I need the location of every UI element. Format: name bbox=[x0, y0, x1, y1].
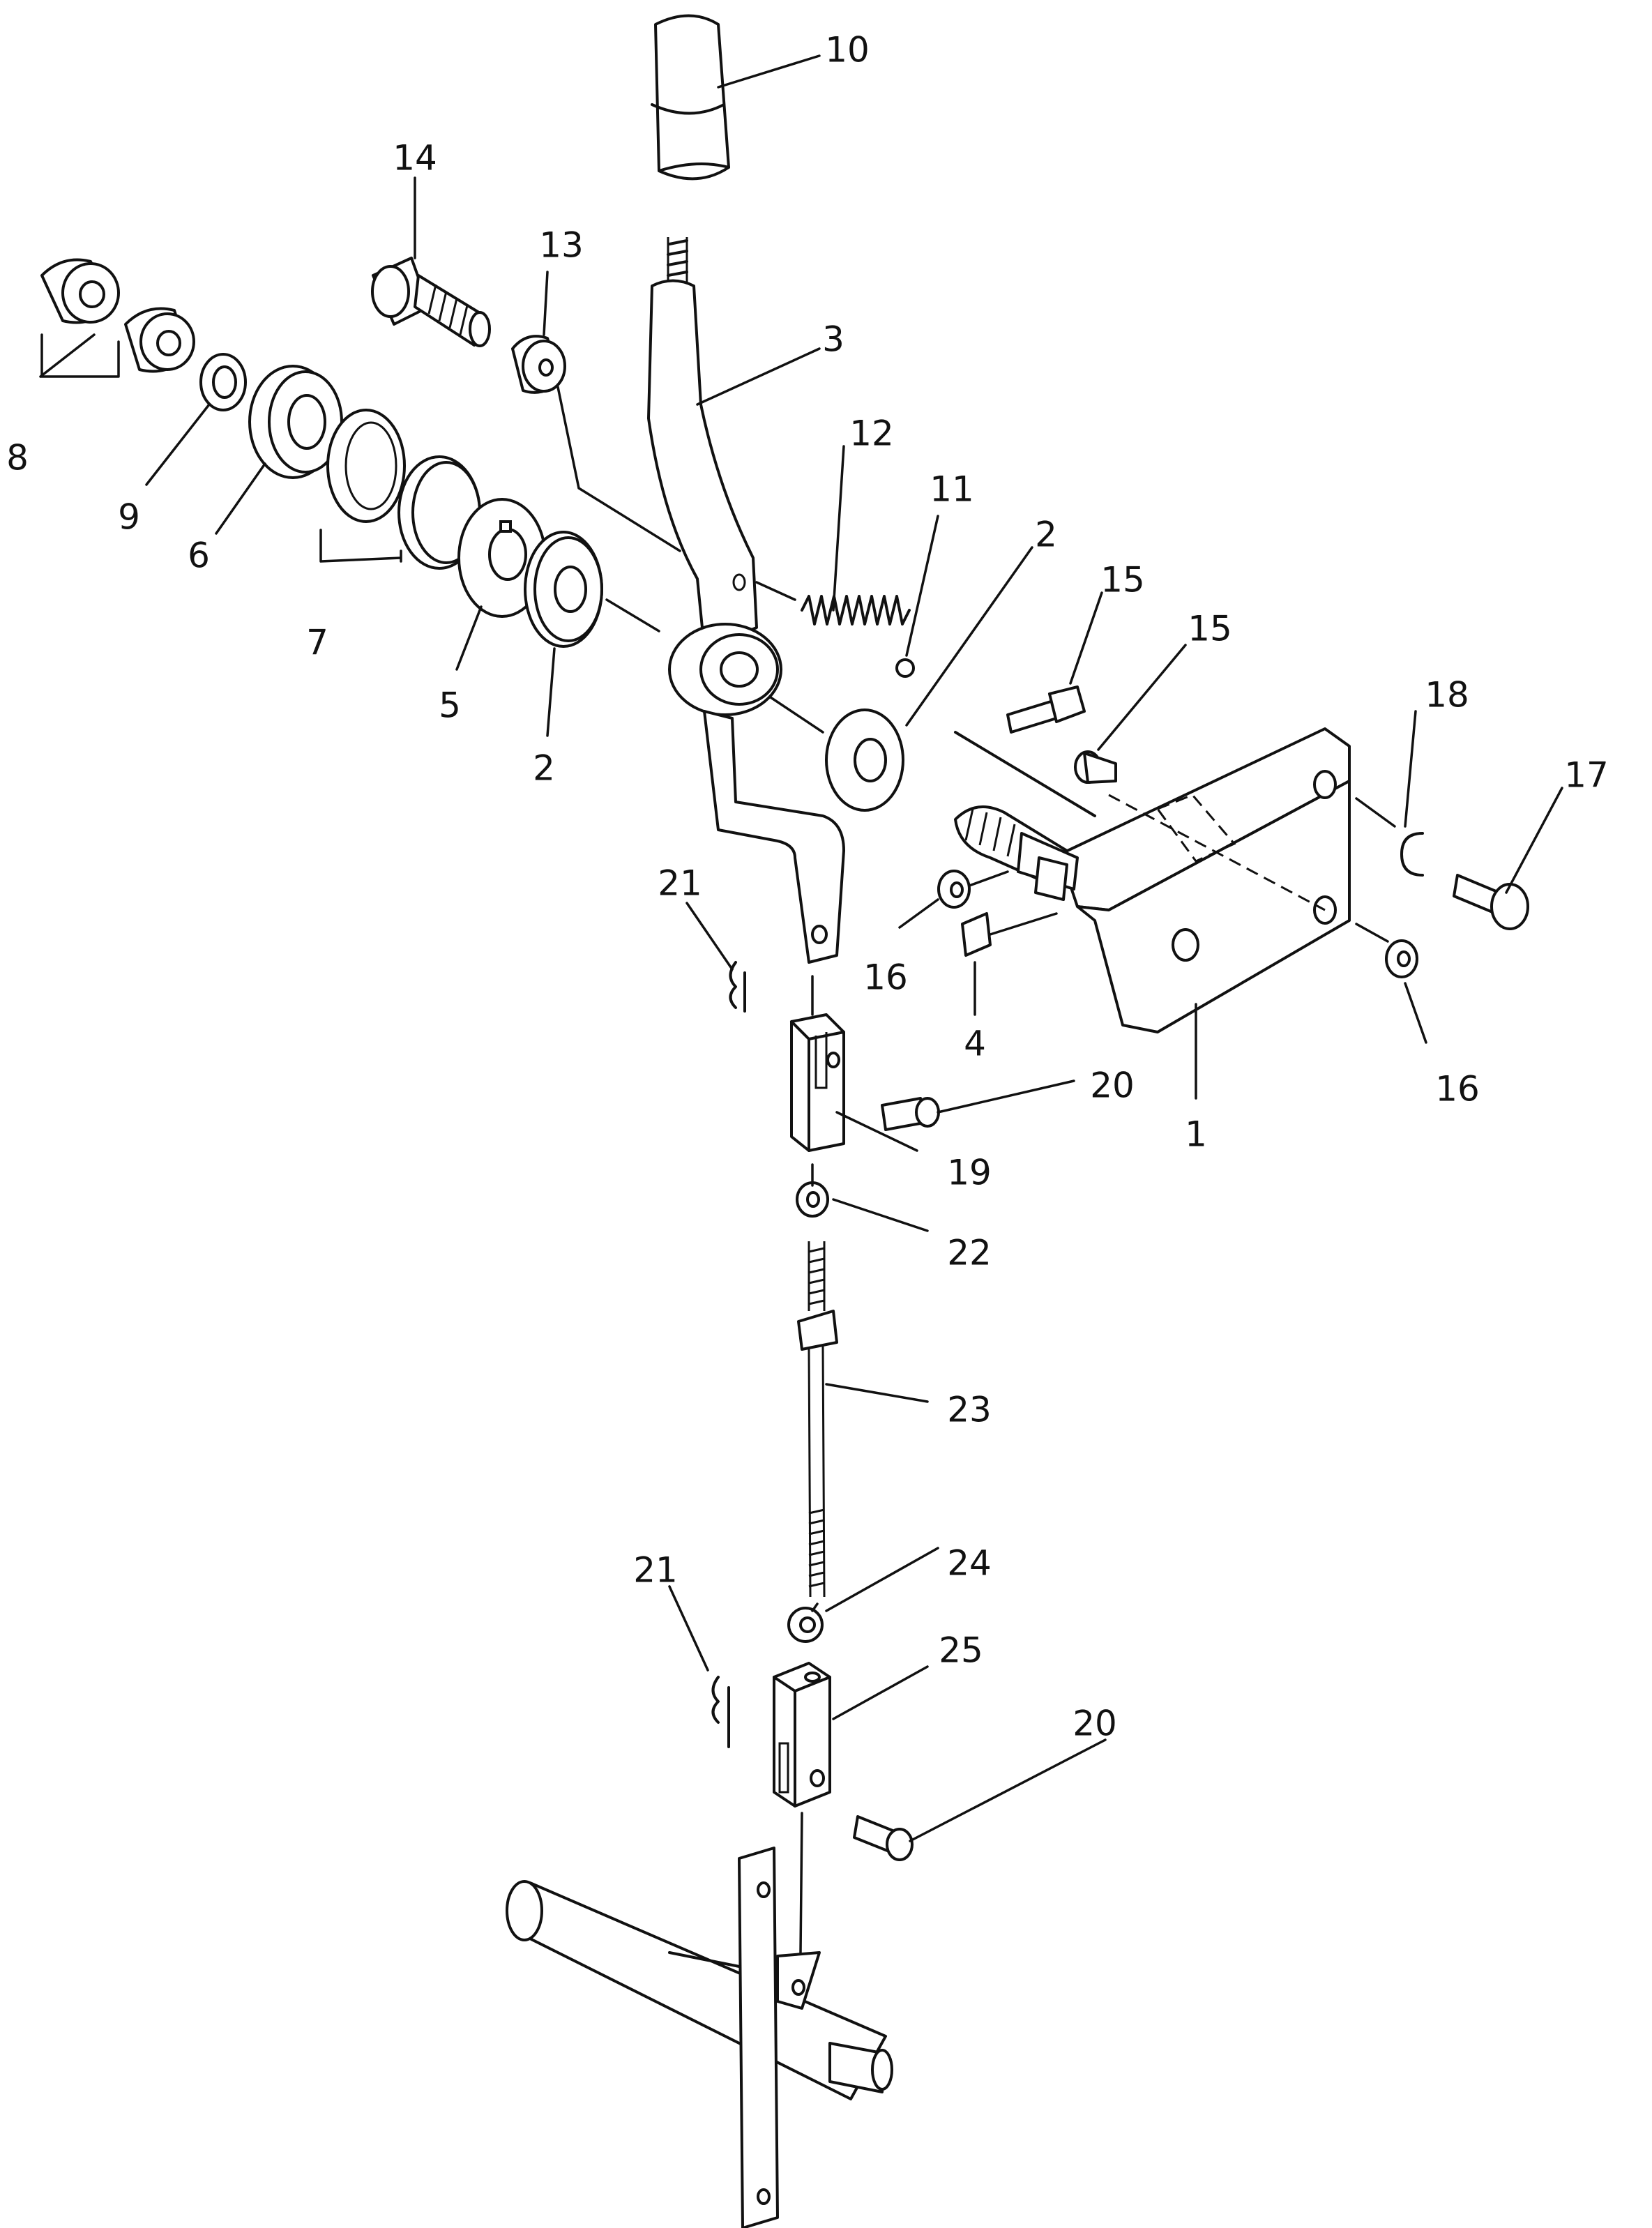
callout-18: 18 bbox=[1425, 675, 1469, 715]
pin-part bbox=[853, 1815, 914, 1861]
callout-15-upper: 15 bbox=[1100, 560, 1145, 600]
assembly-lines bbox=[556, 386, 1396, 1954]
callout-21-lower: 21 bbox=[633, 1550, 678, 1591]
callout-7: 7 bbox=[306, 623, 328, 663]
bracket-plate-part bbox=[1059, 727, 1351, 1033]
bolt-part bbox=[371, 257, 491, 347]
cross-shaft-part bbox=[506, 1847, 893, 2228]
callout-13: 13 bbox=[539, 225, 584, 266]
callout-10: 10 bbox=[825, 30, 870, 70]
callout-9: 9 bbox=[118, 497, 140, 538]
pin-part bbox=[961, 912, 992, 957]
callout-19: 19 bbox=[947, 1153, 992, 1193]
washer-part bbox=[524, 531, 603, 648]
callout-17: 17 bbox=[1564, 755, 1609, 796]
nut-part bbox=[787, 1607, 824, 1643]
callout-2-left: 2 bbox=[533, 748, 555, 789]
callout-20-upper: 20 bbox=[1090, 1066, 1135, 1106]
lever-part bbox=[647, 237, 845, 964]
nut-part bbox=[937, 870, 971, 909]
callout-12: 12 bbox=[849, 414, 894, 454]
snap-ring-part bbox=[1400, 832, 1424, 877]
knob-part bbox=[651, 14, 730, 181]
pin-part bbox=[881, 1097, 940, 1131]
callout-6: 6 bbox=[188, 536, 210, 576]
washer-part bbox=[825, 708, 904, 812]
washer-part bbox=[248, 365, 343, 479]
callout-1: 1 bbox=[1185, 1114, 1207, 1155]
callout-4: 4 bbox=[964, 1024, 986, 1064]
callout-20-lower: 20 bbox=[1073, 1704, 1117, 1744]
callout-5: 5 bbox=[439, 685, 461, 726]
nut-pair-part bbox=[40, 258, 195, 373]
nut-part bbox=[511, 335, 566, 394]
clevis-part bbox=[790, 1013, 845, 1152]
cotter-pin-part bbox=[711, 1676, 730, 1748]
nut-part bbox=[796, 1181, 829, 1218]
bolt-part bbox=[1074, 750, 1117, 784]
spring-part bbox=[801, 595, 911, 626]
callout-21-upper: 21 bbox=[658, 863, 702, 904]
washer-part bbox=[199, 353, 247, 411]
callout-labels: 10 14 13 3 8 9 6 7 5 2 12 11 2 15 15 18 … bbox=[6, 30, 1609, 1744]
keyed-washer-part bbox=[457, 498, 547, 618]
callout-23: 23 bbox=[947, 1390, 992, 1430]
nut-part bbox=[1385, 939, 1418, 978]
callout-8: 8 bbox=[6, 438, 29, 478]
clevis-part bbox=[773, 1662, 831, 1808]
bushing-pair-part bbox=[326, 409, 481, 570]
callout-15-lower: 15 bbox=[1188, 609, 1232, 649]
callout-24: 24 bbox=[947, 1543, 992, 1584]
callout-2-right: 2 bbox=[1035, 515, 1057, 555]
leader-lines bbox=[39, 54, 1563, 1842]
callout-16-right: 16 bbox=[1435, 1069, 1480, 1109]
ball-part bbox=[895, 658, 915, 678]
callout-25: 25 bbox=[939, 1630, 983, 1671]
callout-16-left: 16 bbox=[863, 957, 908, 998]
bolt-part bbox=[1453, 874, 1529, 930]
callout-14: 14 bbox=[393, 138, 437, 179]
detent-assembly-part bbox=[954, 731, 1096, 901]
callout-3: 3 bbox=[822, 319, 844, 360]
callout-22: 22 bbox=[947, 1233, 992, 1273]
threaded-rod-part bbox=[797, 1241, 838, 1598]
bolt-part bbox=[1006, 685, 1086, 734]
callout-11: 11 bbox=[930, 469, 974, 510]
